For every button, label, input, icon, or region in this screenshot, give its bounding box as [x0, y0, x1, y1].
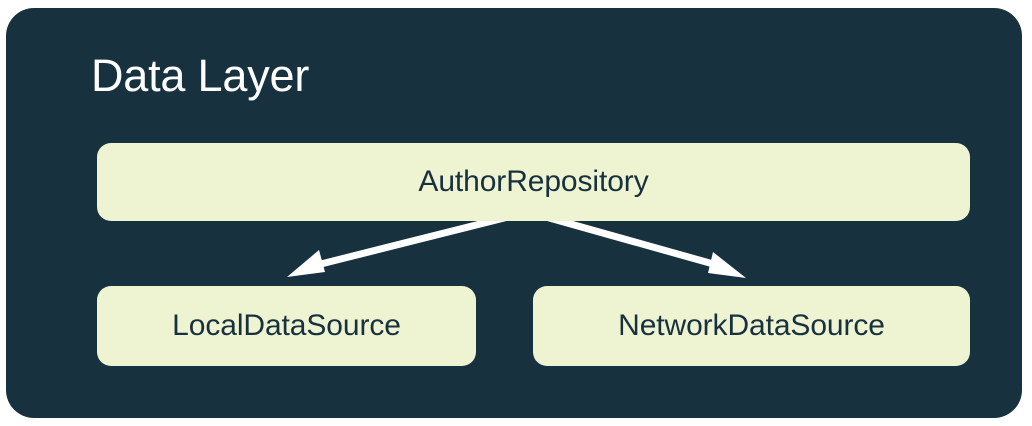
node-network-data-source[interactable]: NetworkDataSource	[533, 286, 970, 366]
node-label-author-repository: AuthorRepository	[418, 165, 649, 198]
page-title: Data Layer	[91, 50, 310, 101]
data-layer-panel: Data Layer AuthorRepository LocalDataSou…	[6, 8, 1022, 418]
node-label-local-data-source: LocalDataSource	[172, 309, 401, 342]
node-label-network-data-source: NetworkDataSource	[618, 309, 885, 342]
node-author-repository[interactable]: AuthorRepository	[97, 143, 970, 221]
arrow-repository-to-local	[287, 208, 529, 277]
node-local-data-source[interactable]: LocalDataSource	[97, 286, 476, 366]
arrow-repository-to-network	[527, 208, 746, 278]
